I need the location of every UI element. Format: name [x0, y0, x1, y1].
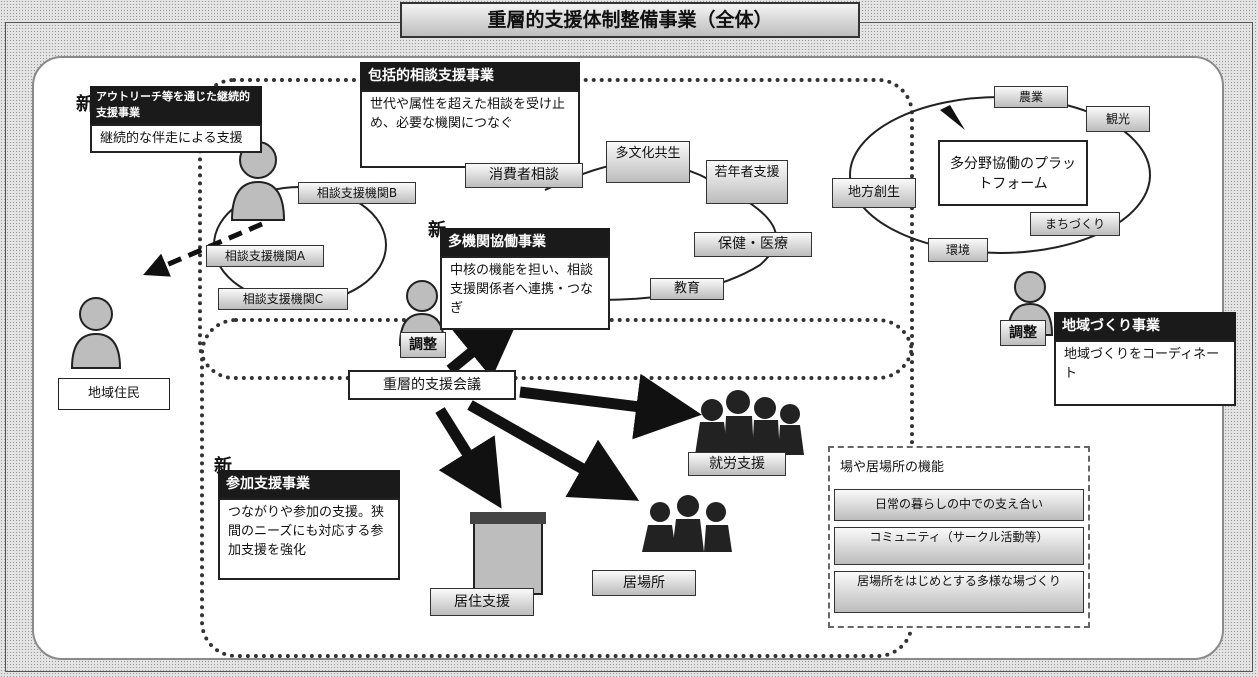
- employment-label: 就労支援: [688, 452, 786, 476]
- place-function-item: 居場所をはじめとする多様な場づくり: [834, 571, 1084, 613]
- multi-agency-body: 中核の機能を担い、相談支援関係者へ連携・つなぎ: [440, 256, 610, 330]
- place-functions-panel: 場や居場所の機能 日常の暮らしの中での支え合い コミュニティ（サークル活動等） …: [828, 446, 1090, 628]
- person-icon: [230, 141, 286, 221]
- field-multicultural: 多文化共生: [606, 141, 690, 183]
- node-tourism: 観光: [1086, 106, 1150, 132]
- field-education: 教育: [650, 278, 724, 300]
- arrow-to-housing: [435, 407, 502, 509]
- adjust-badge: 調整: [1000, 320, 1046, 346]
- multi-agency-card: 多機関協働事業 中核の機能を担い、相談支援関係者へ連携・つなぎ: [440, 228, 610, 330]
- participation-body: つながりや参加の支援。狭間のニーズにも対応する参加支援を強化: [218, 498, 400, 580]
- resident-person-icon: [70, 297, 122, 369]
- new-mark: 新: [76, 94, 94, 115]
- outreach-body: 継続的な伴走による支援: [90, 124, 262, 153]
- multi-agency-head: 多機関協働事業: [440, 228, 610, 256]
- comprehensive-head: 包括的相談支援事業: [360, 62, 580, 90]
- ibasho-label: 居場所: [592, 570, 696, 596]
- housing-label: 居住支援: [430, 588, 534, 616]
- arrow-to-multiagency: [446, 311, 523, 379]
- arrow-to-ibasho: [467, 400, 640, 501]
- node-machizukuri: まちづくり: [1030, 212, 1120, 236]
- agency-b: 相談支援機関B: [298, 182, 416, 204]
- place-function-item: コミュニティ（サークル活動等）: [834, 527, 1084, 565]
- place-function-item: 日常の暮らしの中での支え合い: [834, 489, 1084, 521]
- outreach-card: アウトリーチ等を通じた継続的支援事業 継続的な伴走による支援: [90, 86, 262, 153]
- resident-label: 地域住民: [58, 378, 170, 410]
- arrow-to-employment: [519, 373, 702, 440]
- support-meeting: 重層的支援会議: [348, 370, 516, 400]
- participation-head: 参加支援事業: [218, 470, 400, 498]
- community-card: 地域づくり事業 地域づくりをコーディネート: [1054, 312, 1236, 406]
- community-loop-arrowhead: [940, 105, 965, 130]
- workers-group-icon: [695, 390, 804, 455]
- platform-box: 多分野協働のプラットフォーム: [938, 140, 1088, 206]
- outreach-arrow: [143, 221, 263, 277]
- field-health: 保健・医療: [694, 232, 812, 257]
- node-agriculture: 農業: [994, 86, 1068, 108]
- house-icon: [470, 512, 546, 595]
- place-functions-title: 場や居場所の機能: [840, 460, 945, 475]
- field-consumer: 消費者相談: [465, 163, 583, 188]
- comprehensive-body: 世代や属性を超えた相談を受け止め、必要な機関につなぐ: [360, 90, 580, 168]
- node-environment: 環境: [928, 238, 988, 262]
- node-regional: 地方創生: [832, 178, 916, 208]
- ibasho-group-icon: [642, 495, 732, 552]
- agency-a: 相談支援機関A: [206, 245, 324, 267]
- adjust-badge: 調整: [400, 332, 446, 358]
- community-body: 地域づくりをコーディネート: [1054, 340, 1236, 406]
- community-head: 地域づくり事業: [1054, 312, 1236, 340]
- field-youth: 若年者支援: [706, 160, 788, 204]
- agency-c: 相談支援機関C: [218, 288, 348, 310]
- participation-card: 参加支援事業 つながりや参加の支援。狭間のニーズにも対応する参加支援を強化: [218, 470, 400, 580]
- page-title: 重層的支援体制整備事業（全体）: [400, 2, 860, 38]
- outreach-head: アウトリーチ等を通じた継続的支援事業: [90, 86, 262, 124]
- comprehensive-card: 包括的相談支援事業 世代や属性を超えた相談を受け止め、必要な機関につなぐ: [360, 62, 580, 168]
